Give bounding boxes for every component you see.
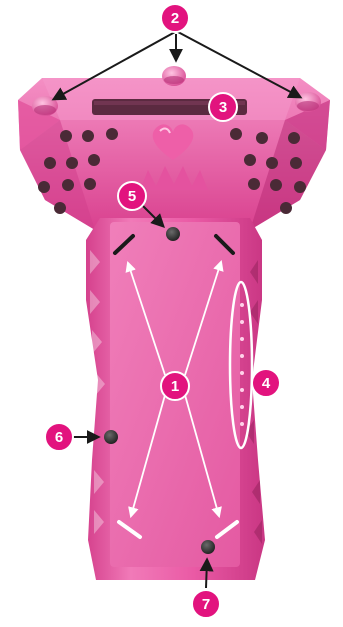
screw-top (166, 227, 180, 241)
screw-left (104, 430, 118, 444)
callout-badge-3: 3 (209, 93, 237, 121)
svg-text:7: 7 (202, 596, 210, 613)
svg-text:6: 6 (55, 429, 63, 446)
callout-badge-6: 6 (45, 423, 73, 451)
callout-badge-1: 1 (161, 372, 189, 400)
svg-text:2: 2 (171, 10, 179, 27)
callout-badge-2: 2 (161, 4, 189, 32)
callout-7-arrow (206, 560, 207, 588)
svg-text:4: 4 (262, 375, 271, 392)
callout-badge-5: 5 (118, 182, 146, 210)
center-knob (162, 66, 186, 86)
callout-badge-4: 4 (252, 369, 280, 397)
svg-text:3: 3 (219, 99, 227, 116)
svg-text:5: 5 (128, 188, 136, 205)
right-knob (295, 92, 321, 112)
svg-text:1: 1 (171, 378, 179, 395)
callout-badge-7: 7 (192, 590, 220, 618)
screw-bottom (201, 540, 215, 554)
